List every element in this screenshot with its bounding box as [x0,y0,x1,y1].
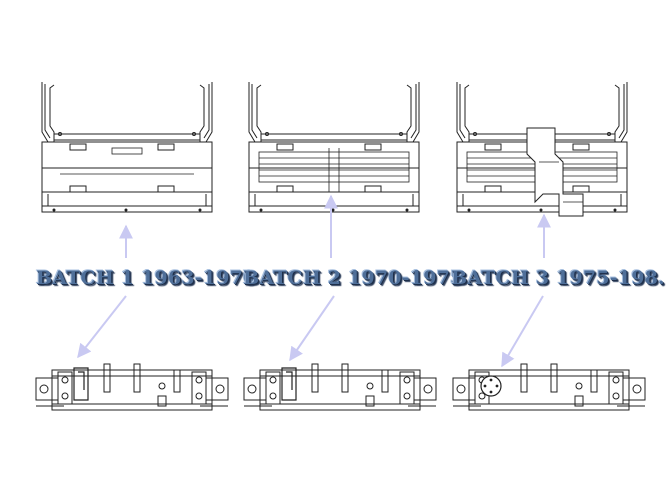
batch-3-label: BATCH 3 1975-198. [451,267,665,289]
batch-3-front-view [456,81,628,217]
batch-1-chassis-view [35,363,229,411]
batch-3-down-arrow [501,295,544,368]
batch-1-down-arrow [77,295,127,359]
batch-2-down-arrow [289,295,335,362]
pointer-arrows [77,194,551,368]
batch-3-chassis-view [452,363,646,411]
batch-1-front-view [41,81,213,213]
batch-2-chassis-view [243,363,437,411]
batch-2-label: BATCH 2 1970-1975 [243,267,464,289]
batch-1-label: BATCH 1 1963-1970 [36,267,257,289]
batch-2-front-view [248,81,420,213]
